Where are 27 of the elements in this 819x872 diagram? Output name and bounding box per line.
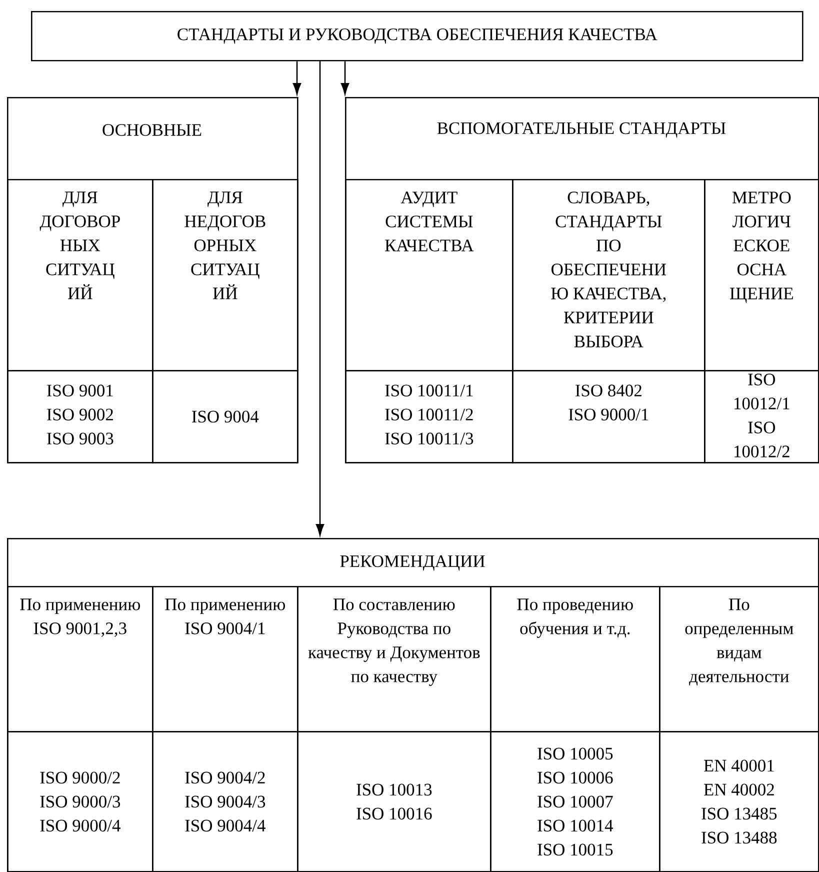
table-cell: По применению ISO 9001,2,3 [7,586,154,732]
arrow [316,61,324,536]
table-cell: ISO 9000/2 ISO 9000/3 ISO 9000/4 [7,731,154,872]
table-cell: ISO 10005 ISO 10006 ISO 10007 ISO 10014 ISO 10015 [490,731,660,872]
table-cell: ДЛЯ НЕДОГОВ ОРНЫХ СИТУАЦ ИЙ [152,179,298,372]
table-cell: ISO 9004 [152,370,298,464]
title-box: СТАНДАРТЫ И РУКОВОДСТВА ОБЕСПЕЧЕНИЯ КАЧЕСТВА [31,11,804,62]
table-heading: РЕКОМЕНДАЦИИ [340,555,485,571]
table-cell: ISO 9004/2 ISO 9004/3 ISO 9004/4 [152,731,298,872]
table-cell: СЛОВАРЬ, СТАНДАРТЫ ПО ОБЕСПЕЧЕНИ Ю КАЧЕСТВА, КРИТЕРИИ ВЫБОРА [512,179,706,372]
table-heading: ВСПОМОГАТЕЛЬНЫЕ СТАНДАРТЫ [437,122,726,138]
table-cell: EN 40001 EN 40002 ISO 13485 ISO 13488 [659,731,819,872]
arrow [340,61,350,95]
table-heading: ОСНОВНЫЕ [102,124,202,136]
table-cell: ISO 8402 ISO 9000/1 [512,370,706,464]
table-cell: ISO 10011/1 ISO 10011/2 ISO 10011/3 [345,370,514,464]
table-cell: АУДИТ СИСТЕМЫ КАЧЕСТВА [345,179,514,372]
table-cell: По проведению обучения и т.д. [490,586,660,732]
table-cell: МЕТРО ЛОГИЧ ЕСКОЕ ОСНА ЩЕНИЕ [704,179,819,372]
table-cell: ДЛЯ ДОГОВОР НЫХ СИТУАЦ ИЙ [7,179,154,372]
table-cell: По определенным видам деятельности [659,586,819,732]
arrow [292,61,302,95]
table-cell: ISO 9001 ISO 9002 ISO 9003 [7,370,154,464]
table-cell: По составлению Руководства по качеству и Документов по качеству [297,586,492,732]
table-cell: ISO 10013 ISO 10016 [297,731,492,872]
table-cell: По применению ISO 9004/1 [152,586,298,732]
table-cell: ISO 10012/1 ISO 10012/2 [704,370,819,464]
